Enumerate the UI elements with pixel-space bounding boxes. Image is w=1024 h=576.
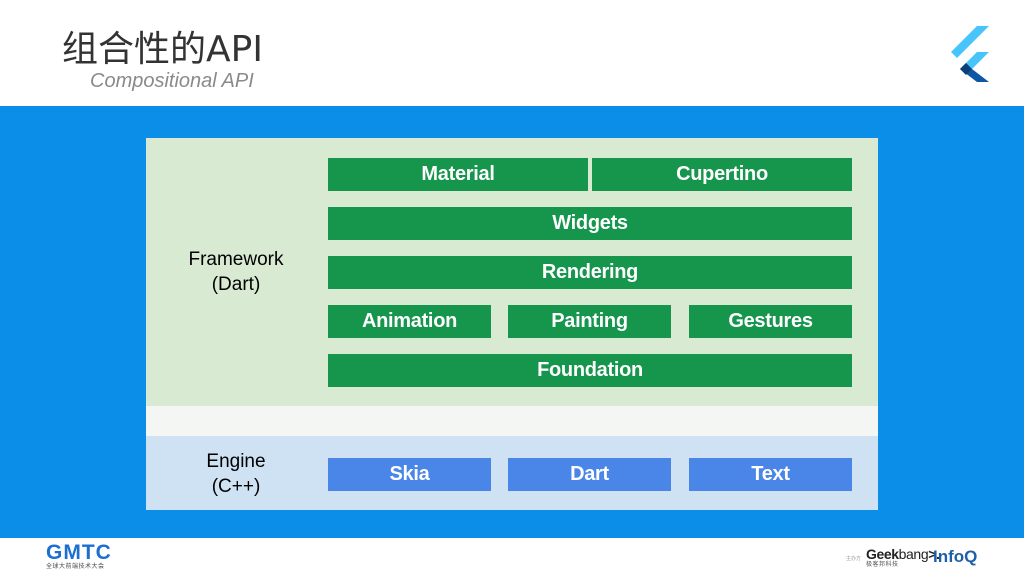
- box-foundation: Foundation: [328, 354, 852, 387]
- box-animation: Animation: [328, 305, 491, 338]
- box-cupertino: Cupertino: [592, 158, 852, 191]
- gmtc-logo: GMTC 全球大前端技术大会: [46, 541, 112, 571]
- framework-label-lang: (Dart): [211, 274, 261, 295]
- host-label: 主办方: [846, 556, 862, 562]
- framework-layer: Framework (Dart) Material Cupertino Widg…: [146, 138, 878, 406]
- box-gestures: Gestures: [689, 305, 852, 338]
- geekbang-logo-text: Geekbang>.: [866, 546, 940, 562]
- gmtc-logo-text: GMTC: [46, 541, 112, 564]
- page-subtitle: Compositional API: [90, 70, 254, 92]
- box-painting: Painting: [508, 305, 671, 338]
- geekbang-geek: Geek: [866, 546, 899, 562]
- geekbang-logo: Geekbang>. 极客邦科技: [866, 546, 940, 569]
- geekbang-mark: >.: [928, 546, 940, 562]
- box-skia: Skia: [328, 458, 491, 491]
- flutter-logo-icon: [951, 26, 989, 82]
- engine-label: Engine (C++): [146, 449, 326, 499]
- engine-label-name: Engine: [206, 451, 266, 472]
- framework-label-name: Framework: [188, 249, 284, 270]
- footer: [0, 538, 1024, 576]
- infoq-logo: InfoQ: [933, 547, 978, 566]
- gmtc-logo-subtitle: 全球大前端技术大会: [46, 564, 105, 570]
- geekbang-bang: bang: [898, 546, 929, 562]
- box-text: Text: [689, 458, 852, 491]
- layer-separator: [146, 406, 878, 436]
- box-widgets: Widgets: [328, 207, 852, 240]
- engine-layer: Engine (C++) Skia Dart Text: [146, 436, 878, 510]
- architecture-diagram: Framework (Dart) Material Cupertino Widg…: [146, 138, 878, 510]
- box-rendering: Rendering: [328, 256, 852, 289]
- box-dart: Dart: [508, 458, 671, 491]
- box-material: Material: [328, 158, 588, 191]
- page-title: 组合性的API: [62, 29, 263, 70]
- framework-label: Framework (Dart): [146, 247, 326, 297]
- geekbang-logo-subtitle: 极客邦科技: [866, 562, 899, 568]
- engine-label-lang: (C++): [211, 476, 261, 497]
